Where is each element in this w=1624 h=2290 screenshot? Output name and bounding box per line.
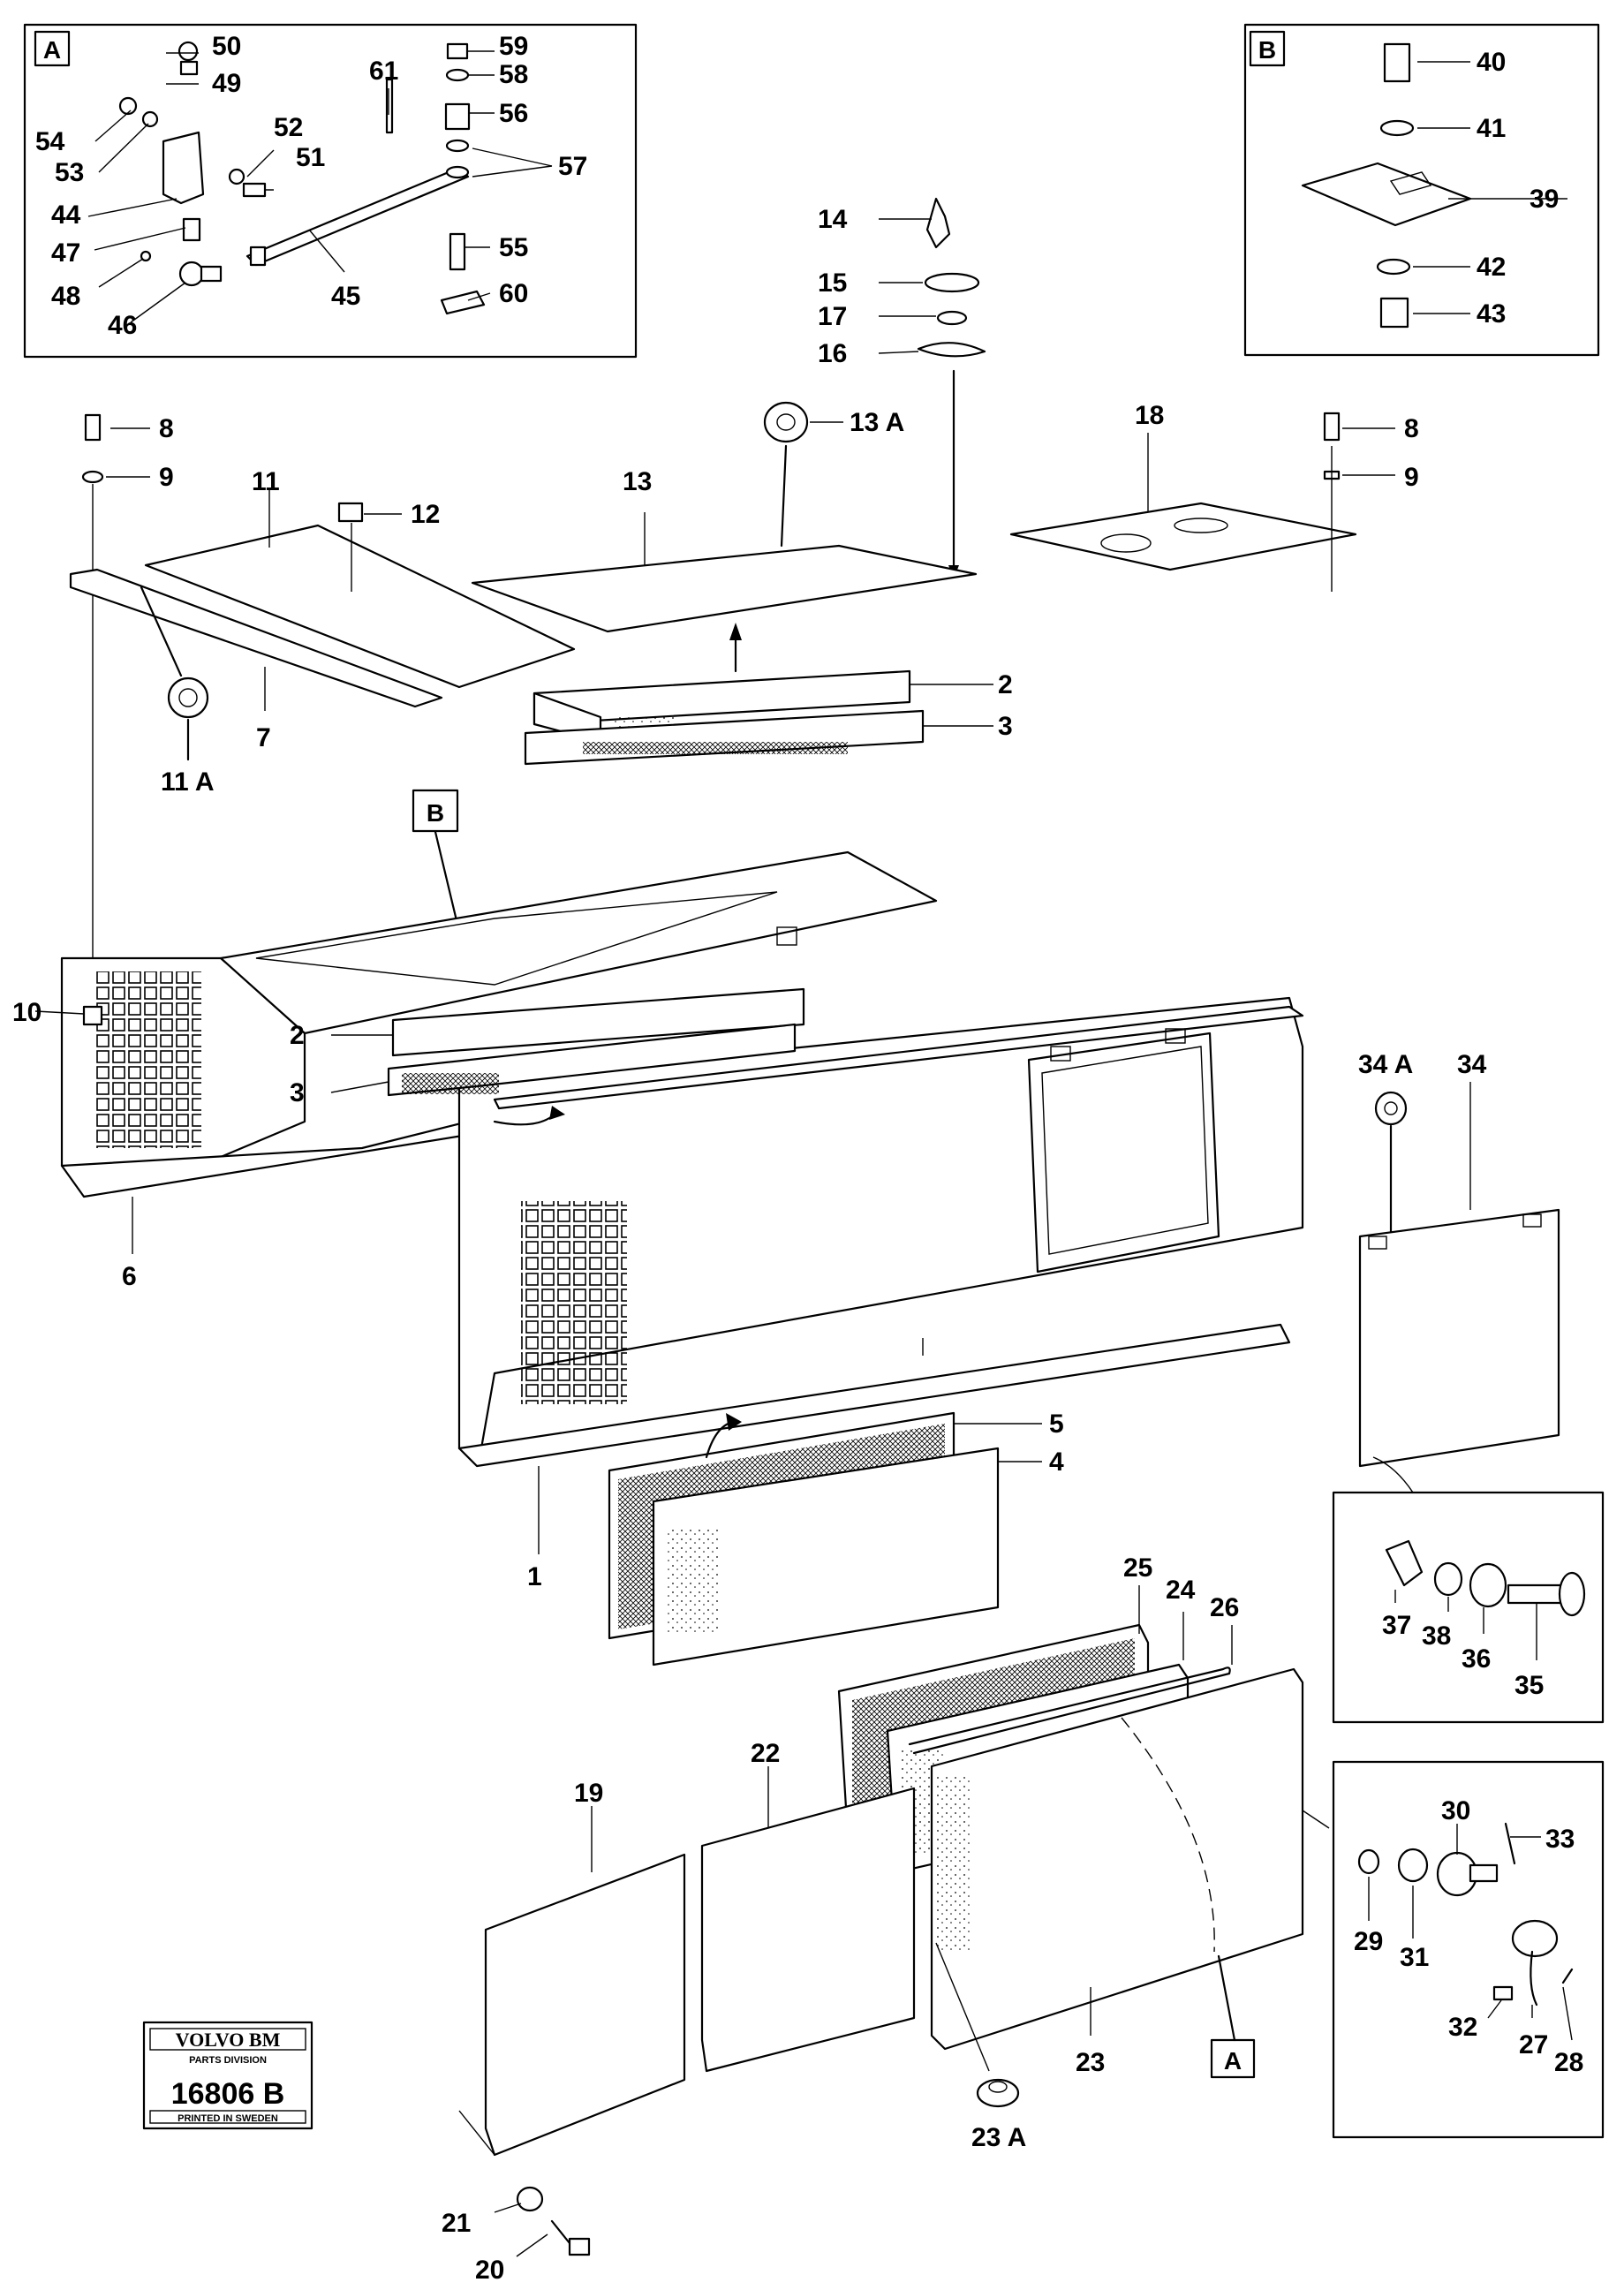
volvo-bm-stamp: VOLVO BM PARTS DIVISION 16806 B PRINTED … [142, 2021, 313, 2130]
part-label-37: 37 [1382, 1611, 1411, 1640]
part-label-16: 16 [818, 339, 847, 368]
part-label-41: 41 [1477, 114, 1506, 143]
part-label-3-mid: 3 [290, 1078, 305, 1107]
part-label-52: 52 [274, 113, 303, 142]
door-panels: 25 24 26 A 23 23 A 22 19 [458, 1553, 1304, 2157]
part-label-44: 44 [51, 200, 81, 230]
detail-box-a: A 50 49 61 59 58 56 57 54 53 52 51 44 47… [23, 23, 638, 359]
part-label-34a: 34 A [1358, 1050, 1413, 1079]
part-label-11a: 11 A [161, 767, 215, 797]
part-label-23: 23 [1076, 2048, 1105, 2077]
left-upper-parts: 8 9 11 12 7 11 A [69, 413, 576, 980]
part-label-6: 6 [122, 1262, 137, 1291]
part-label-17: 17 [818, 302, 847, 331]
part-label-43: 43 [1477, 299, 1506, 329]
part-label-54: 54 [35, 127, 65, 156]
filter-lower-4-5: 5 4 [608, 1410, 1064, 1666]
detail-box-35-38: 37 38 36 35 [1332, 1491, 1605, 1724]
part-label-35: 35 [1514, 1671, 1544, 1700]
detail-box-a-letter: A [43, 36, 61, 64]
part-label-49: 49 [212, 69, 241, 98]
part-label-36: 36 [1462, 1644, 1491, 1674]
part-label-5: 5 [1049, 1410, 1064, 1439]
part-label-15: 15 [818, 268, 847, 298]
roof-panel-13: 13 A 13 [471, 401, 978, 673]
part-label-59: 59 [499, 32, 528, 61]
part-label-33: 33 [1545, 1825, 1575, 1854]
part-label-24: 24 [1166, 1576, 1196, 1605]
bolts-20-21: 21 20 [442, 2186, 591, 2285]
part-label-12: 12 [411, 500, 440, 529]
part-label-31: 31 [1400, 1943, 1429, 1972]
detail-box-b-letter: B [1258, 36, 1276, 64]
part-label-50: 50 [212, 32, 241, 61]
part-label-55: 55 [499, 233, 528, 262]
part-label-61: 61 [369, 57, 398, 86]
detail-box-27-33: 30 33 29 31 32 27 28 [1302, 1760, 1605, 2139]
part-label-23a: 23 A [971, 2123, 1026, 2152]
part-label-13: 13 [623, 467, 652, 496]
part-label-19: 19 [574, 1779, 603, 1808]
part-label-8-right: 8 [1404, 414, 1419, 443]
part-label-7: 7 [256, 723, 271, 752]
part-label-26: 26 [1210, 1593, 1239, 1622]
stamp-brand: VOLVO BM [176, 2029, 281, 2051]
part-label-25: 25 [1123, 1553, 1152, 1583]
part-label-57: 57 [558, 152, 587, 181]
part-label-20: 20 [475, 2256, 504, 2285]
part-label-18: 18 [1135, 401, 1164, 430]
part-label-4: 4 [1049, 1447, 1064, 1477]
part-label-39: 39 [1530, 185, 1559, 214]
part-label-10: 10 [12, 998, 42, 1027]
part-label-9-right: 9 [1404, 463, 1419, 492]
part-label-47: 47 [51, 238, 80, 268]
part-label-11: 11 [252, 467, 280, 496]
part-label-29: 29 [1354, 1927, 1383, 1956]
part-label-13a: 13 A [850, 408, 904, 437]
part-label-56: 56 [499, 99, 528, 128]
part-label-40: 40 [1477, 48, 1506, 77]
part-label-3-top: 3 [998, 712, 1013, 741]
part-label-28: 28 [1554, 2048, 1583, 2077]
filter-top-2-3: 2 3 [524, 669, 1013, 766]
part-label-60: 60 [499, 279, 528, 308]
stamp-number: 16806 B [171, 2077, 285, 2111]
stamp-printed: PRINTED IN SWEDEN [178, 2113, 278, 2124]
part-label-21: 21 [442, 2209, 471, 2238]
part-label-1: 1 [527, 1562, 542, 1591]
part-label-48: 48 [51, 282, 80, 311]
part-label-45: 45 [331, 282, 360, 311]
filter-mid-2-3: 2 3 [290, 987, 805, 1126]
part-label-32: 32 [1448, 2013, 1477, 2042]
callout-a-on-door: A [1224, 2047, 1242, 2075]
part-label-46: 46 [108, 311, 137, 340]
part-label-2-top: 2 [998, 670, 1013, 699]
part-label-34: 34 [1457, 1050, 1487, 1079]
part-label-22: 22 [751, 1739, 780, 1768]
part-label-38: 38 [1422, 1621, 1451, 1651]
part-label-2-mid: 2 [290, 1021, 305, 1050]
part-label-8-left: 8 [159, 414, 174, 443]
plate-18: 18 8 9 [1009, 401, 1419, 592]
part-label-9-left: 9 [159, 463, 174, 492]
part-label-53: 53 [55, 158, 84, 187]
part-label-14: 14 [818, 205, 848, 234]
main-housing: B 10 6 1 [12, 789, 1304, 1591]
part-label-58: 58 [499, 60, 528, 89]
stamp-division: PARTS DIVISION [189, 2055, 267, 2066]
part-label-27: 27 [1519, 2030, 1548, 2059]
part-label-42: 42 [1477, 253, 1506, 282]
part-label-51: 51 [296, 143, 325, 172]
part-label-30: 30 [1441, 1796, 1470, 1825]
latch-assembly: 14 15 17 16 [818, 197, 986, 578]
callout-b-on-roof: B [427, 799, 444, 827]
detail-box-b: B 40 41 39 42 43 [1243, 23, 1600, 357]
side-door-34: 34 A 34 [1358, 1050, 1560, 1493]
